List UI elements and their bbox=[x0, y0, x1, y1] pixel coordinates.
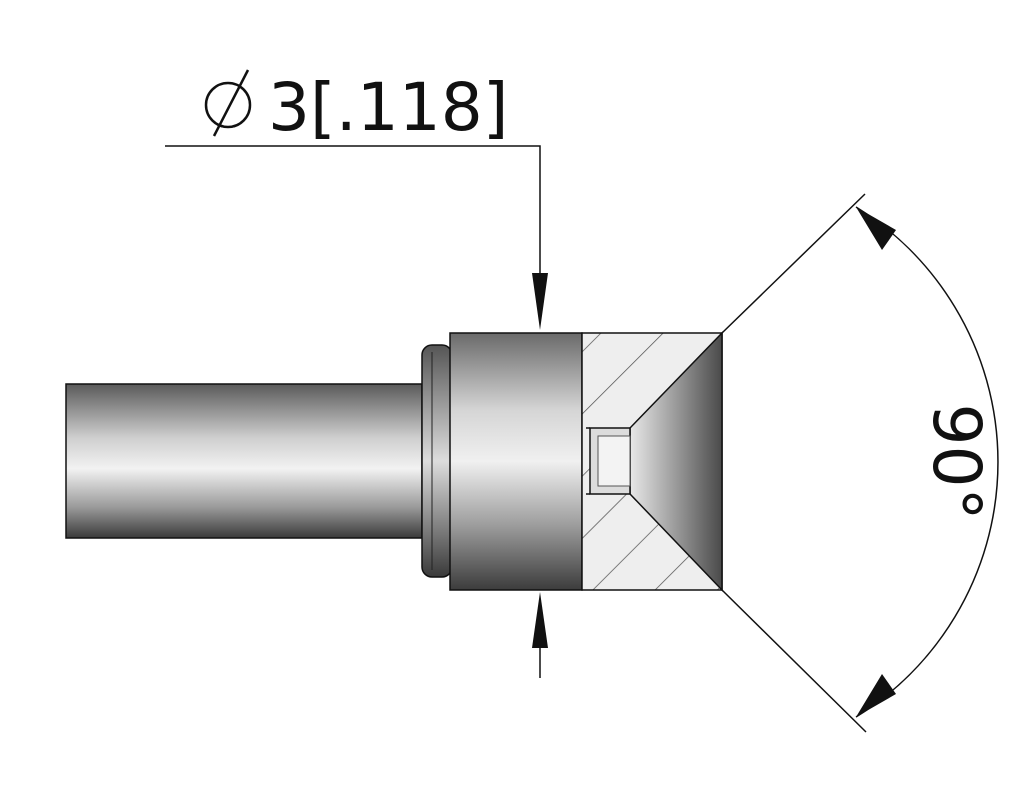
angle-value: 90° bbox=[918, 404, 995, 521]
angle-arrow-top bbox=[856, 207, 896, 250]
diameter-symbol-glyph bbox=[204, 69, 252, 137]
collar-ring bbox=[421, 344, 453, 578]
angle-arrow-bottom bbox=[856, 674, 896, 717]
shaft bbox=[65, 383, 423, 539]
angle-dimension: 90° bbox=[721, 193, 999, 733]
arrow-down bbox=[532, 273, 548, 330]
diameter-dimension: 3[.118] bbox=[165, 69, 548, 678]
arrow-up bbox=[532, 592, 548, 648]
diameter-value: 3[.118] bbox=[268, 69, 508, 146]
body-cylinder bbox=[449, 332, 583, 591]
